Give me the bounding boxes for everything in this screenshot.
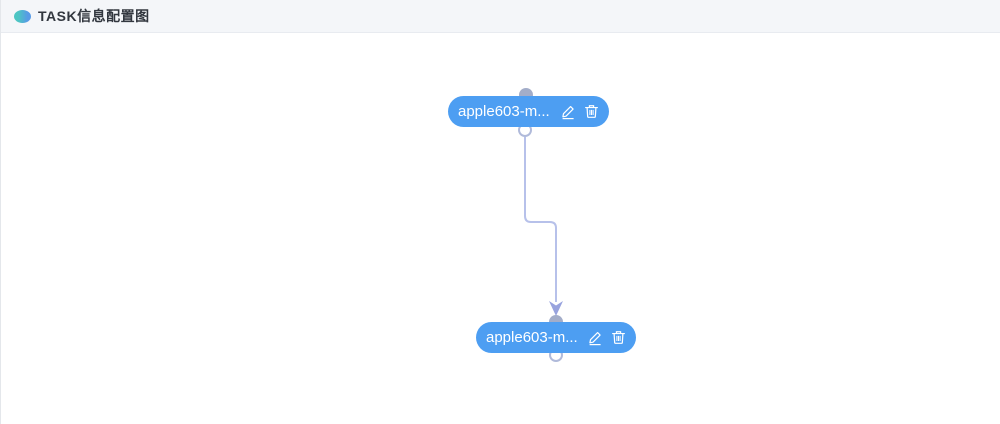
gradient-dot-icon (14, 10, 31, 23)
flow-canvas[interactable] (1, 34, 1000, 424)
trash-icon[interactable] (582, 103, 600, 121)
trash-icon[interactable] (610, 329, 627, 347)
panel-title: TASK信息配置图 (38, 8, 150, 24)
task-node-1[interactable]: apple603-m... (448, 96, 609, 127)
panel-header: TASK信息配置图 (1, 0, 1000, 33)
task-node-label: apple603-m... (486, 329, 578, 346)
edit-pencil-icon[interactable] (587, 329, 604, 347)
edit-pencil-icon[interactable] (559, 103, 577, 121)
task-node-label: apple603-m... (458, 103, 550, 120)
task-node-2[interactable]: apple603-m... (476, 322, 636, 353)
